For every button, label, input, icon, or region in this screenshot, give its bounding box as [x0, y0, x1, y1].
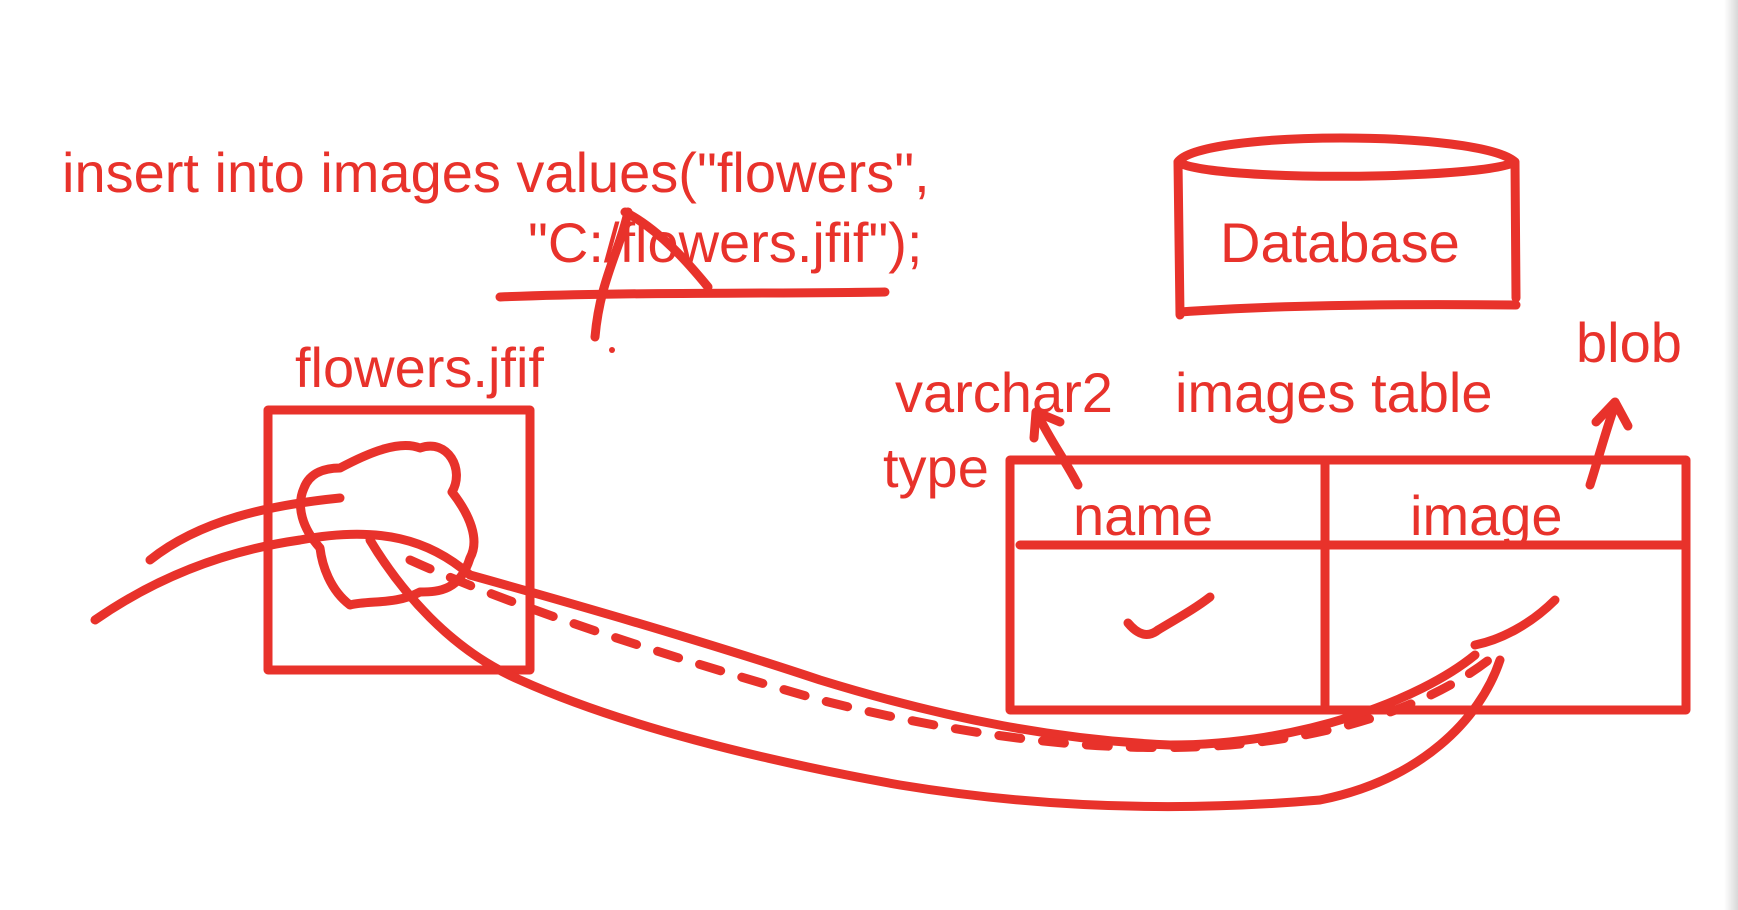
streamer-main-lower [365, 535, 1505, 812]
path-cross-stroke-2 [620, 207, 713, 292]
cylinder-top [1173, 133, 1520, 181]
arrow-to-varchar2-head [1029, 407, 1065, 443]
arrow-to-varchar2-shaft [1033, 410, 1083, 490]
file-name-label: flowers.jfif [295, 336, 544, 399]
file-box [263, 405, 535, 675]
streamer-dashed [405, 555, 1500, 753]
type-annotation: type [883, 436, 989, 499]
database-label: Database [1220, 211, 1460, 274]
streamer-left-top [145, 493, 345, 565]
database-cylinder [1173, 133, 1521, 320]
name-cell-tick [1123, 592, 1215, 639]
arrow-to-blob-head [1591, 397, 1633, 431]
cylinder-right-side [1510, 157, 1521, 303]
sql-statement-line1: insert into images values("flowers", [62, 141, 930, 204]
window-edge [1724, 0, 1738, 910]
path-cross-stroke-1 [590, 207, 633, 342]
flower-doodle [296, 440, 479, 610]
cylinder-left-side [1173, 157, 1185, 320]
streamer-image-tail [1470, 595, 1560, 650]
sql-statement-line2: "C:/flowers.jfif"); [528, 211, 922, 274]
column-header-image: image [1410, 484, 1563, 547]
arrow-to-blob-shaft [1585, 400, 1620, 490]
varchar2-annotation: varchar2 [895, 361, 1113, 424]
cross-dot [609, 347, 615, 353]
column-header-name: name [1073, 484, 1213, 547]
streamer-left-bottom [90, 529, 1480, 750]
table-border [1005, 455, 1691, 715]
images-table-grid [1005, 455, 1691, 715]
blob-annotation: blob [1576, 311, 1682, 374]
table-title: images table [1175, 361, 1493, 424]
sql-underline-stroke [495, 287, 890, 302]
cylinder-bottom [1175, 300, 1521, 317]
